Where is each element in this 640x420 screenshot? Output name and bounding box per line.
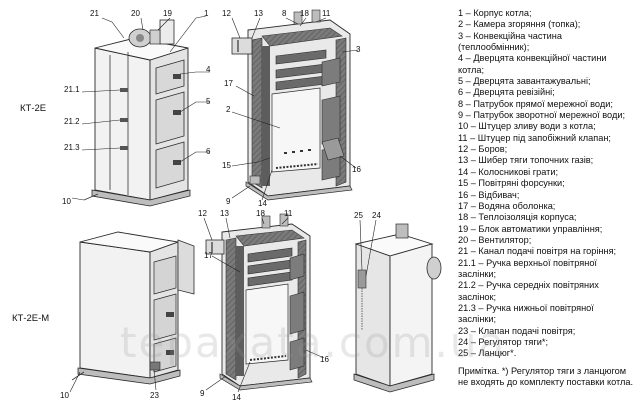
legend-line: 10 – Штуцер зливу води з котла; xyxy=(458,121,596,132)
callout-15-top: 15 xyxy=(222,161,231,170)
model-label-kt2em: КТ-2Е-М xyxy=(12,313,49,324)
callout-6-top: 6 xyxy=(206,147,211,156)
legend-line: 18 – Теплоізоляція корпуса; xyxy=(458,212,577,223)
callout-17-top: 17 xyxy=(224,79,233,88)
legend-line: 21.1 – Ручка верхньої повітряної xyxy=(458,257,597,268)
callout-25: 25 xyxy=(354,211,363,220)
kt2em-rear-view xyxy=(353,223,442,393)
legend-line: 6 – Дверцята ревізійні; xyxy=(458,87,555,98)
callout-11-top: 11 xyxy=(322,9,331,18)
callout-24: 24 xyxy=(372,211,381,220)
callout-10-bottom: 10 xyxy=(60,391,69,400)
kt2em-cutaway-view xyxy=(205,213,313,391)
callout-2-top: 2 xyxy=(226,105,231,114)
legend-line: 16 – Відбивач; xyxy=(458,189,520,200)
callout-14-top: 14 xyxy=(258,199,267,208)
legend-line: 1 – Корпус котла; xyxy=(458,8,532,18)
callout-17-bottom: 17 xyxy=(204,251,213,260)
legend-line: (теплообмінник); xyxy=(458,42,530,53)
legend-line: 15 – Повітряні форсунки; xyxy=(458,178,565,189)
callout-9-top: 9 xyxy=(226,197,231,206)
callout-12-bottom: 12 xyxy=(198,209,207,218)
legend-line: 2 – Камера згоряння (топка); xyxy=(458,19,581,30)
callout-5-top: 5 xyxy=(206,97,211,106)
legend-line: заслінок; xyxy=(458,291,497,302)
legend-line: котла; xyxy=(458,64,485,75)
callout-3-top: 3 xyxy=(356,45,361,54)
legend-line: 11 – Штуцер під запобіжний клапан; xyxy=(458,132,611,143)
callout-23: 23 xyxy=(150,391,159,400)
legend-line: 21.3 – Ручка нижньої повітряної xyxy=(458,302,594,313)
legend-line: 5 – Дверцята завантажувальні; xyxy=(458,76,591,87)
callout-20: 20 xyxy=(131,9,140,18)
legend-line: 13 – Шибер тяги топочних газів; xyxy=(458,155,594,166)
legend-line: 21.2 – Ручка середніх повітряних xyxy=(458,280,599,291)
callout-1-top: 1 xyxy=(204,9,209,18)
legend-line: 19 – Блок автоматики управління; xyxy=(458,223,603,234)
legend-line: 4 – Дверцята конвекційної частини xyxy=(458,53,607,64)
callout-4-top: 4 xyxy=(206,65,211,74)
callout-21-2: 21.2 xyxy=(64,117,80,126)
callout-14-bottom: 14 xyxy=(232,393,241,402)
callout-16-top: 16 xyxy=(352,165,361,174)
kt2e-exterior-view xyxy=(83,19,191,207)
boiler-diagram: КТ-2Е КТ-2Е-М xyxy=(12,9,442,402)
callout-18-bottom: 18 xyxy=(256,209,265,218)
legend-line: 8 – Патрубок прямої мережної води; xyxy=(458,98,613,109)
legend-line: 23 – Клапан подачі повітря; xyxy=(458,325,576,336)
legend-line: 12 – Боров; xyxy=(458,144,508,155)
callout-13-top: 13 xyxy=(254,9,263,18)
callout-18-top: 18 xyxy=(300,9,309,18)
model-label-kt2e: КТ-2Е xyxy=(20,103,46,114)
legend-line: 21 – Канал подачі повітря на горіння; xyxy=(458,246,617,257)
kt2e-cutaway-view xyxy=(231,9,353,201)
legend-line: 25 – Ланцюг*. xyxy=(458,348,517,359)
legend-line: 9 – Патрубок зворотної мережної води; xyxy=(458,110,626,121)
leader-lines xyxy=(69,15,377,393)
legend-line: заслінки; xyxy=(458,268,497,279)
callout-21-1: 21.1 xyxy=(64,85,80,94)
callout-21-3: 21.3 xyxy=(64,143,80,152)
callout-16-bottom: 16 xyxy=(320,355,329,364)
legend-line: 14 – Колосникові грати; xyxy=(458,166,559,177)
legend-line: 20 – Вентилятор; xyxy=(458,234,532,245)
legend-line: 24 – Регулятор тяги*; xyxy=(458,336,549,347)
callout-10-top: 10 xyxy=(62,197,71,206)
callout-9-bottom: 9 xyxy=(200,389,205,398)
callout-13-bottom: 13 xyxy=(220,209,229,218)
legend-line: заслінки; xyxy=(458,314,497,325)
callout-8-top: 8 xyxy=(282,9,287,18)
footnote: Примітка. *) Регулятор тяги з ланцюгом н… xyxy=(458,366,634,388)
callout-11-bottom: 11 xyxy=(284,209,293,218)
kt2em-exterior-view xyxy=(71,231,195,385)
legend-line: 17 – Водяна оболонка; xyxy=(458,200,556,211)
callout-21: 21 xyxy=(90,9,99,18)
callout-12-top: 12 xyxy=(222,9,231,18)
callout-19: 19 xyxy=(163,9,172,18)
parts-legend: 1 – Корпус котла;2 – Камера згоряння (то… xyxy=(458,8,638,360)
legend-line: 3 – Конвекційна частина xyxy=(458,30,562,41)
